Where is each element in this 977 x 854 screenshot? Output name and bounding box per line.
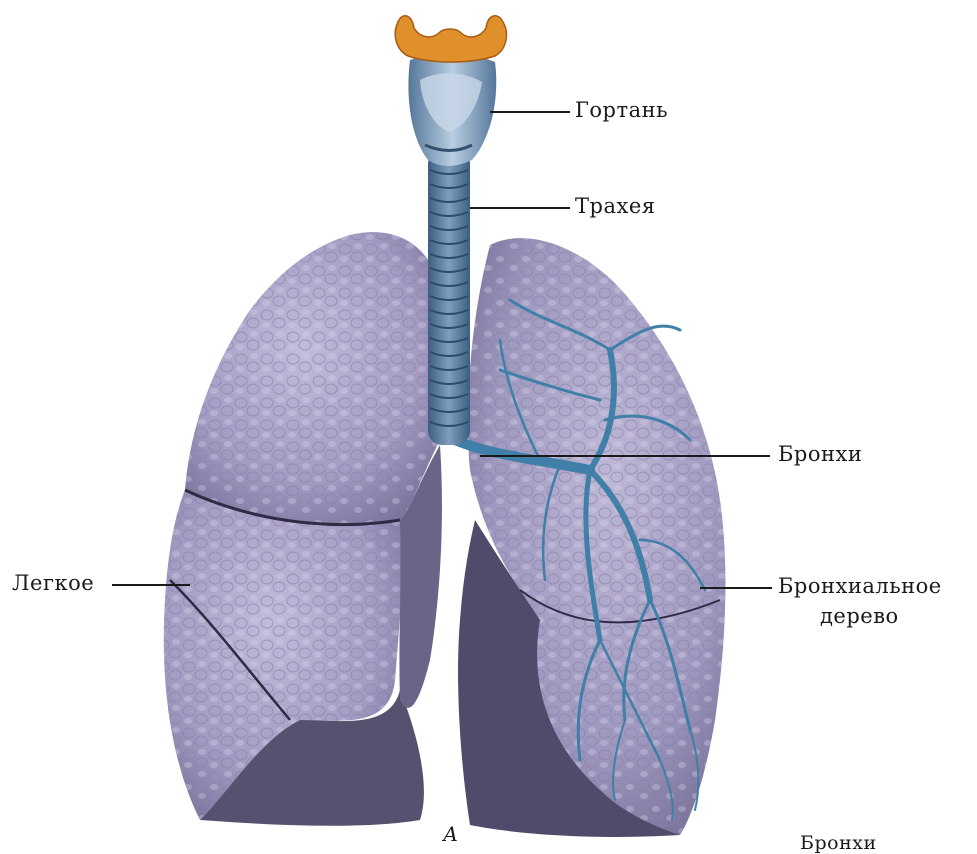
trachea xyxy=(428,150,470,445)
figure-letter: А xyxy=(443,822,458,846)
bronchi-label: Бронхи xyxy=(778,442,862,466)
bronchial-tree-label-line1: Бронхиальное xyxy=(778,574,942,598)
bronchial-tree-label-line2: дерево xyxy=(820,604,899,628)
right-lung xyxy=(458,238,725,837)
left-lung-upper-lobe-texture xyxy=(185,232,445,524)
trachea-label: Трахея xyxy=(575,194,656,218)
larynx-label: Гортань xyxy=(575,98,668,122)
larynx xyxy=(408,53,496,166)
lung-label: Легкое xyxy=(12,571,94,595)
left-lung xyxy=(164,232,445,826)
hyoid-epiglottis xyxy=(395,16,506,62)
